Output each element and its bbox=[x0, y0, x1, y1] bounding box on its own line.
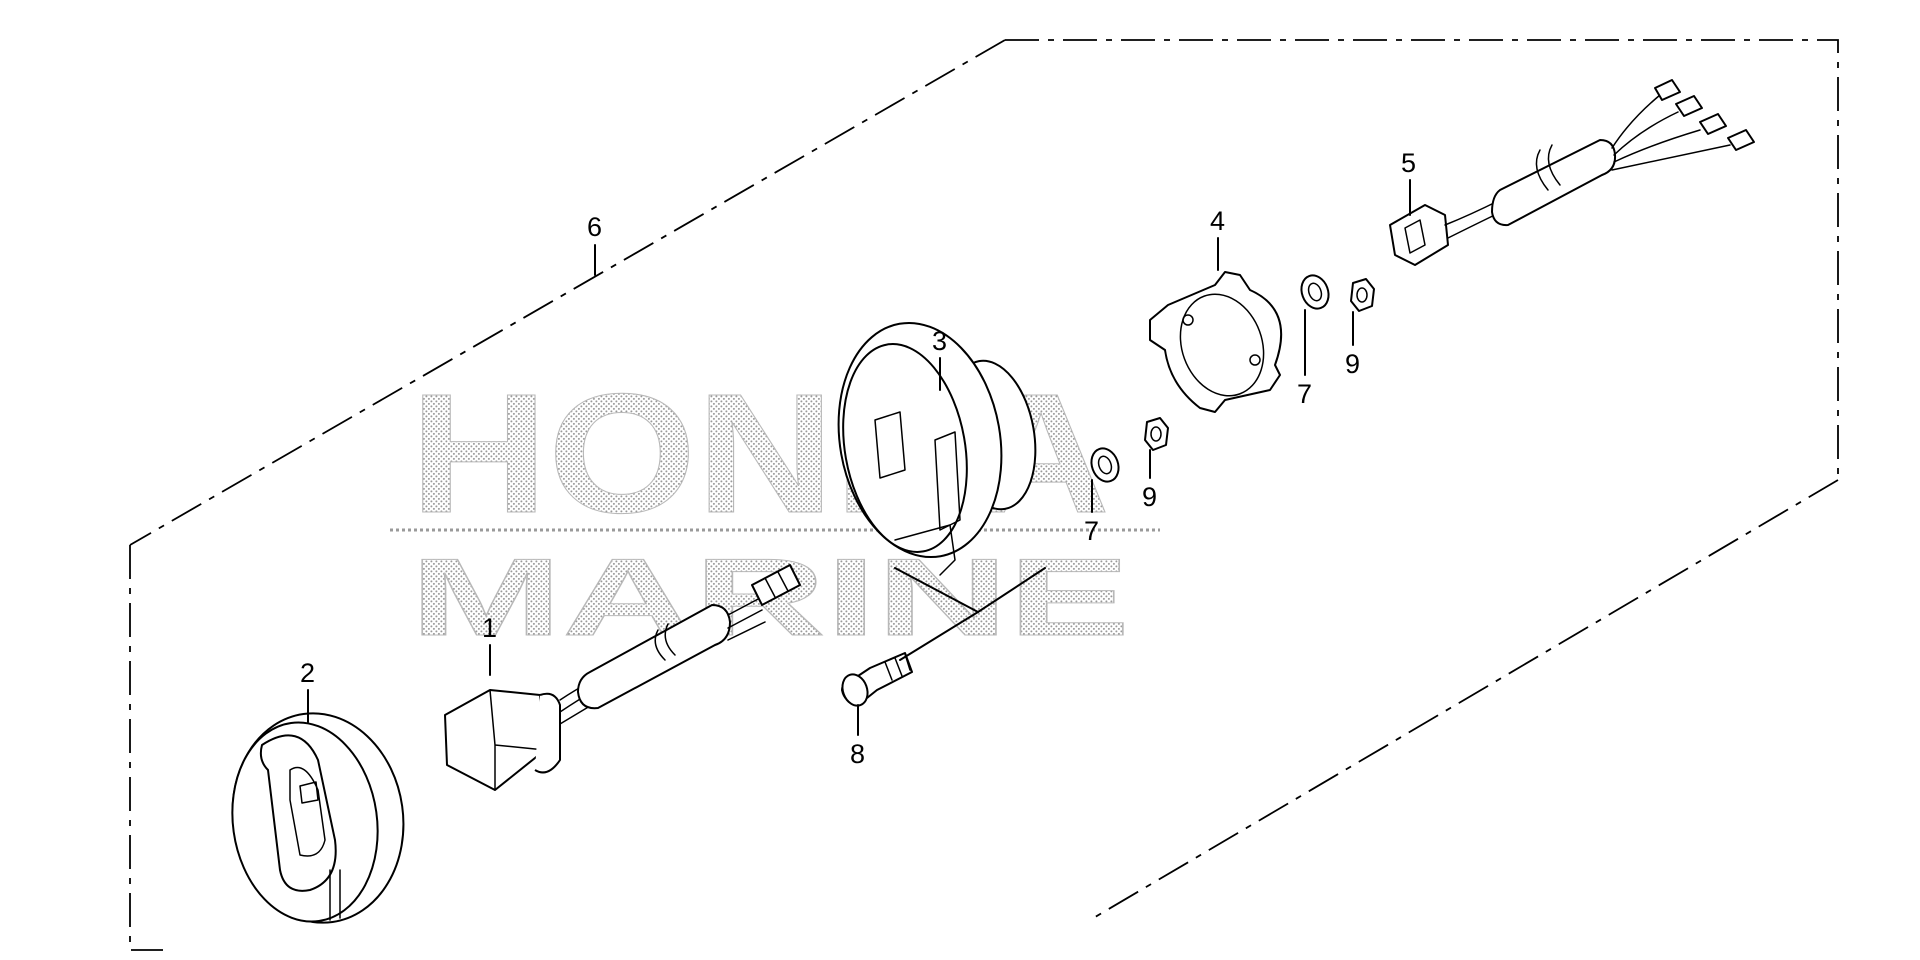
lock-washer-part-b bbox=[1300, 274, 1330, 310]
wire-harness-part bbox=[1389, 79, 1755, 266]
callout-7-left: 7 bbox=[1084, 516, 1099, 546]
callout-9-right: 9 bbox=[1345, 349, 1360, 379]
switch-harness-part bbox=[444, 564, 801, 791]
callout-7-right: 7 bbox=[1297, 379, 1312, 409]
callout-4: 4 bbox=[1210, 206, 1225, 236]
callout-3: 3 bbox=[932, 326, 947, 356]
callout-6: 6 bbox=[587, 212, 602, 242]
bracket-plate-part bbox=[1149, 271, 1283, 413]
callout-labels: 6 1 2 3 4 5 7 9 7 9 8 bbox=[300, 148, 1416, 769]
housing-part bbox=[837, 321, 1037, 576]
bolt-part bbox=[841, 652, 913, 707]
lock-washer-part-a bbox=[1090, 447, 1120, 483]
callout-9-left: 9 bbox=[1142, 482, 1157, 512]
callout-8: 8 bbox=[850, 739, 865, 769]
nut-part-b bbox=[1350, 278, 1375, 312]
leader-lines bbox=[307, 179, 1411, 736]
callout-2: 2 bbox=[300, 658, 315, 688]
nut-part-a bbox=[1144, 417, 1169, 451]
assembly-boundary bbox=[129, 39, 1839, 951]
callout-1: 1 bbox=[482, 613, 497, 643]
watermark: HONDA MARINE bbox=[390, 359, 1160, 660]
switch-cover-part bbox=[231, 712, 405, 924]
callout-5: 5 bbox=[1401, 148, 1416, 178]
